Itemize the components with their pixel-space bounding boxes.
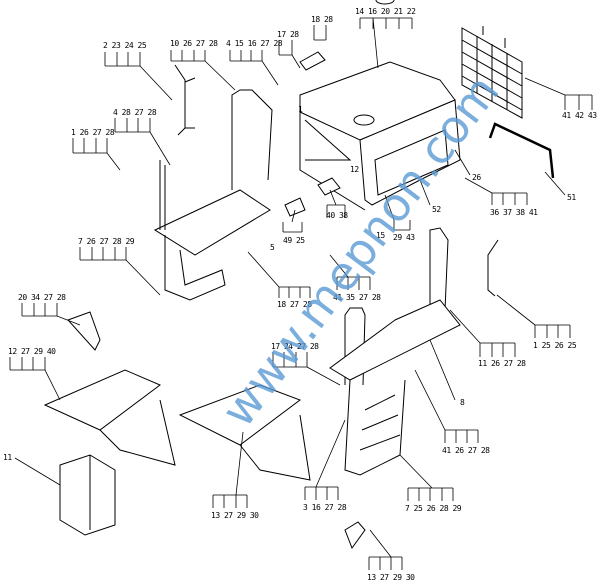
callout-label: 10 26 27 28 [170, 39, 218, 48]
handrail-frame-middle [344, 307, 366, 386]
callout-label: 4 28 27 28 [113, 108, 157, 117]
callout-label: 13 27 29 30 [367, 573, 415, 582]
callout-label: 41 26 27 28 [442, 446, 490, 455]
box-part [59, 454, 116, 536]
callout-label: 49 25 [283, 236, 305, 245]
grille-part [461, 26, 523, 119]
fender-left-part [43, 369, 176, 466]
callout-label: 12 [350, 165, 359, 174]
bracket-bottom-part [344, 521, 366, 550]
callout-label: 15 [376, 231, 385, 240]
callout-label: 41 35 27 28 [333, 293, 381, 302]
callout-label: 41 42 43 [562, 111, 597, 120]
callout-label: 3 16 27 28 [303, 503, 347, 512]
callout-label: 1 25 26 25 [533, 341, 577, 350]
callout-label: 18 27 28 [277, 300, 312, 309]
cab-part [299, 0, 461, 211]
seal-strip-part [488, 122, 555, 179]
callout-label: 17 28 [277, 30, 299, 39]
left-platform-part [153, 160, 271, 301]
callout-leaders [9, 17, 593, 570]
callout-label: 11 26 27 28 [478, 359, 526, 368]
callout-label: 7 25 26 28 29 [405, 504, 462, 513]
callout-label: 4 15 16 27 28 [226, 39, 283, 48]
callout-label: 11 [3, 453, 12, 462]
bracket-small-1 [299, 51, 326, 71]
bracket-small-3 [317, 177, 341, 196]
callout-label: 1 26 27 28 [71, 128, 115, 137]
handrail-right [487, 239, 499, 297]
callout-label: 13 27 29 30 [211, 511, 259, 520]
callout-label: 8 [460, 398, 465, 407]
callout-label: 7 26 27 28 29 [78, 237, 135, 246]
callout-label: 2 23 24 25 [103, 41, 147, 50]
callout-label: 51 [567, 193, 576, 202]
callout-label: 5 [270, 243, 275, 252]
callout-label: 52 [432, 205, 441, 214]
callout-label: 36 37 38 41 [490, 208, 538, 217]
callout-label: 14 16 20 21 22 [355, 7, 416, 16]
callout-label: 18 28 [311, 15, 333, 24]
callout-label: 17 24 27 28 [271, 342, 319, 351]
bracket-part [67, 311, 101, 351]
callout-label: 29 43 [393, 233, 415, 242]
handrail-top-left [174, 64, 196, 136]
callout-label: 1 [298, 105, 303, 114]
callout-label: 26 [472, 173, 481, 182]
callout-label: 20 34 27 28 [18, 293, 66, 302]
right-platform-part [329, 299, 461, 476]
handrail-frame-right [429, 227, 449, 311]
handrail-frame-upper [231, 89, 273, 190]
fender-right-part [178, 384, 311, 481]
callout-label: 40 38 [326, 211, 348, 220]
bracket-small-2 [284, 197, 306, 217]
callout-label: 12 27 29 40 [8, 347, 56, 356]
